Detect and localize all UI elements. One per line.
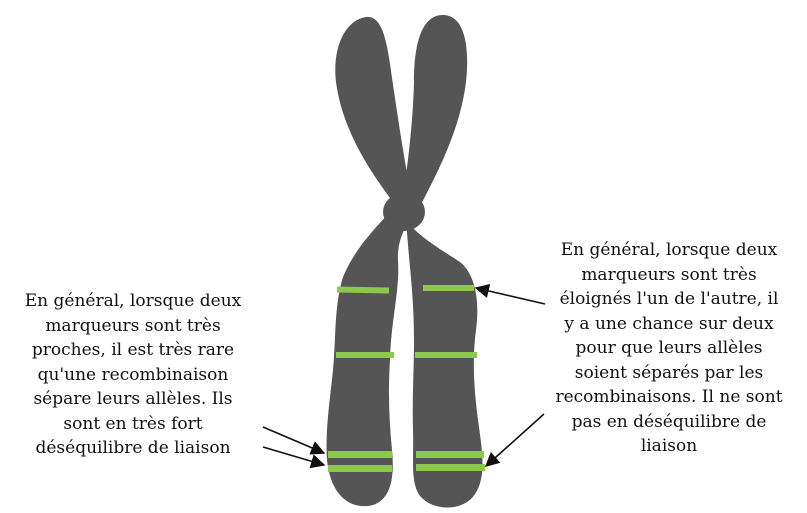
annotation-distant-markers: En général, lorsque deux marqueurs sont … xyxy=(536,238,802,459)
annotation-line: En général, lorsque deux xyxy=(0,289,266,314)
marker-band-right-lower-1 xyxy=(416,451,484,458)
marker-band-left-lower-2 xyxy=(328,465,392,472)
marker-band-left-lower-1 xyxy=(328,451,392,458)
marker-band-right-middle xyxy=(415,352,477,358)
annotation-line: qu'une recombinaison xyxy=(0,363,266,388)
annotation-line: En général, lorsque deux xyxy=(536,238,802,263)
chromosome-arm-upper-right xyxy=(402,15,467,212)
annotation-line: marqueurs sont très xyxy=(0,314,266,339)
annotation-line: sont en très fort xyxy=(0,412,266,437)
annotation-line: pas en déséquilibre de xyxy=(536,410,802,435)
arrow-distant-marker-top xyxy=(476,288,545,304)
marker-band-right-lower-2 xyxy=(416,464,485,471)
annotation-line: pour que leurs allèles xyxy=(536,336,802,361)
chromosome-arm-upper-left xyxy=(335,17,412,207)
marker-band-left-middle xyxy=(336,352,394,358)
arrows xyxy=(263,288,545,466)
annotation-line: proches, il est très rare xyxy=(0,338,266,363)
annotation-line: y a une chance sur deux xyxy=(536,312,802,337)
chromosome-arm-lower-left xyxy=(327,210,412,506)
annotation-line: marqueurs sont très xyxy=(536,263,802,288)
chromosome xyxy=(327,15,485,508)
annotation-line: éloignés l'un de l'autre, il xyxy=(536,287,802,312)
annotation-line: sépare leurs allèles. Ils xyxy=(0,387,266,412)
annotation-line: liaison xyxy=(536,434,802,459)
marker-band-left-top xyxy=(337,287,389,294)
annotation-line: soient séparés par les xyxy=(536,361,802,386)
annotation-close-markers: En général, lorsque deux marqueurs sont … xyxy=(0,289,266,461)
marker-band-right-top xyxy=(423,285,474,291)
annotation-line: recombinaisons. Il ne sont xyxy=(536,385,802,410)
annotation-line: déséquilibre de liaison xyxy=(0,436,266,461)
